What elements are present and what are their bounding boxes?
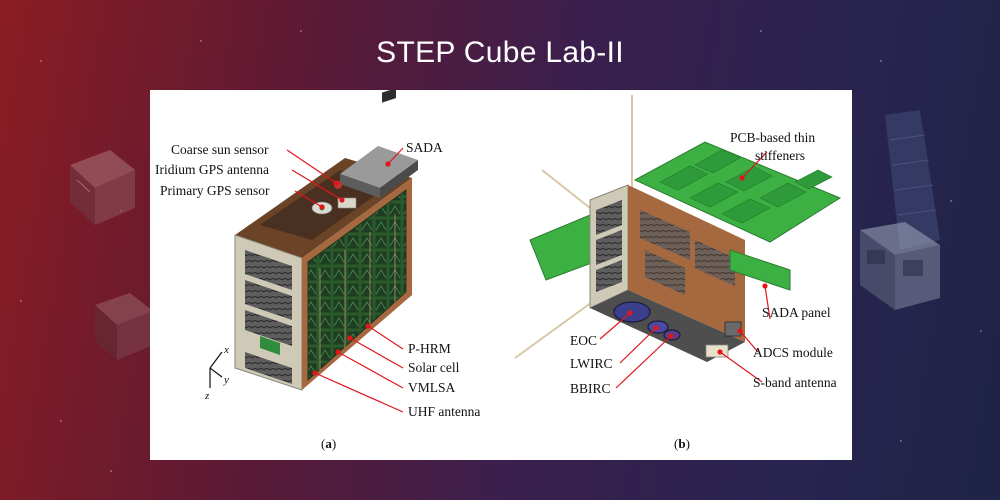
front-label-plate [260,336,280,355]
cubesat-b-grille-3 [596,260,622,292]
label-p-hrm: P-HRM [408,341,451,356]
cubesat-b-grille-1 [596,200,622,235]
sada-block-top [340,146,418,188]
front-grille-3 [245,310,292,346]
caption-a: (a) [321,436,337,451]
axis-z-label: z [204,390,210,402]
label-coarse-sun-sensor: Coarse sun sensor [171,142,269,157]
axis-triad [209,351,223,388]
label-iridium-gps-antenna: Iridium GPS antenna [155,162,269,177]
front-grille-1 [245,250,292,290]
background-satellite-left-bottom [95,293,153,360]
slide-title: STEP Cube Lab-II [376,36,624,69]
label-pcb-stiffeners-line2: stiffeners [755,148,805,163]
label-sada-panel: SADA panel [762,305,831,320]
label-adcs-module: ADCS module [753,345,833,360]
label-bbirc: BBIRC [570,381,611,396]
label-solar-cell: Solar cell [408,360,460,375]
label-lwirc: LWIRC [570,356,613,371]
label-sada: SADA [406,140,443,155]
label-s-band-antenna: S-band antenna [753,375,837,390]
cubesat-b-side-grille-2 [695,240,735,286]
iridium-gps-antenna-part [337,197,357,209]
label-vmlsa: VMLSA [408,380,456,395]
leader-lines-a [286,147,404,413]
cubesat-b [514,95,842,362]
sada-panel-strip [729,249,791,291]
sada-block-front [340,174,380,198]
sada-block-detail [382,90,396,103]
axis-x-label: x [223,344,229,356]
background-satellite-left-top [70,150,135,225]
cubesat-a [234,90,418,391]
front-grille-4 [245,352,292,384]
caption-b-letter: b [678,436,686,451]
antenna-rod-left [541,169,591,209]
satellite-figure: x y z [204,90,842,413]
background-satellite-right [860,110,940,310]
side-solar-array [307,189,407,381]
antenna-rod-bottom [514,299,596,359]
pcb-cells [659,149,833,224]
axis-y-label: y [223,374,229,386]
front-grille-2 [245,280,292,320]
cubesat-b-side-grille-3 [645,250,685,295]
figure-panel: x y z [150,90,852,460]
label-pcb-stiffeners-line1: PCB-based thin [730,130,816,145]
cubesat-b-side-grille-1 [640,210,690,260]
sada-block-side [380,160,418,198]
label-uhf-antenna: UHF antenna [408,404,481,419]
side-panel-ridges [319,214,396,370]
cubesat-b-grille-2 [596,230,622,265]
caption-a-letter: a [325,436,332,451]
label-eoc: EOC [570,333,597,348]
caption-b: (b) [674,436,690,451]
leader-lines-b [599,151,771,389]
label-primary-gps-sensor: Primary GPS sensor [160,183,270,198]
